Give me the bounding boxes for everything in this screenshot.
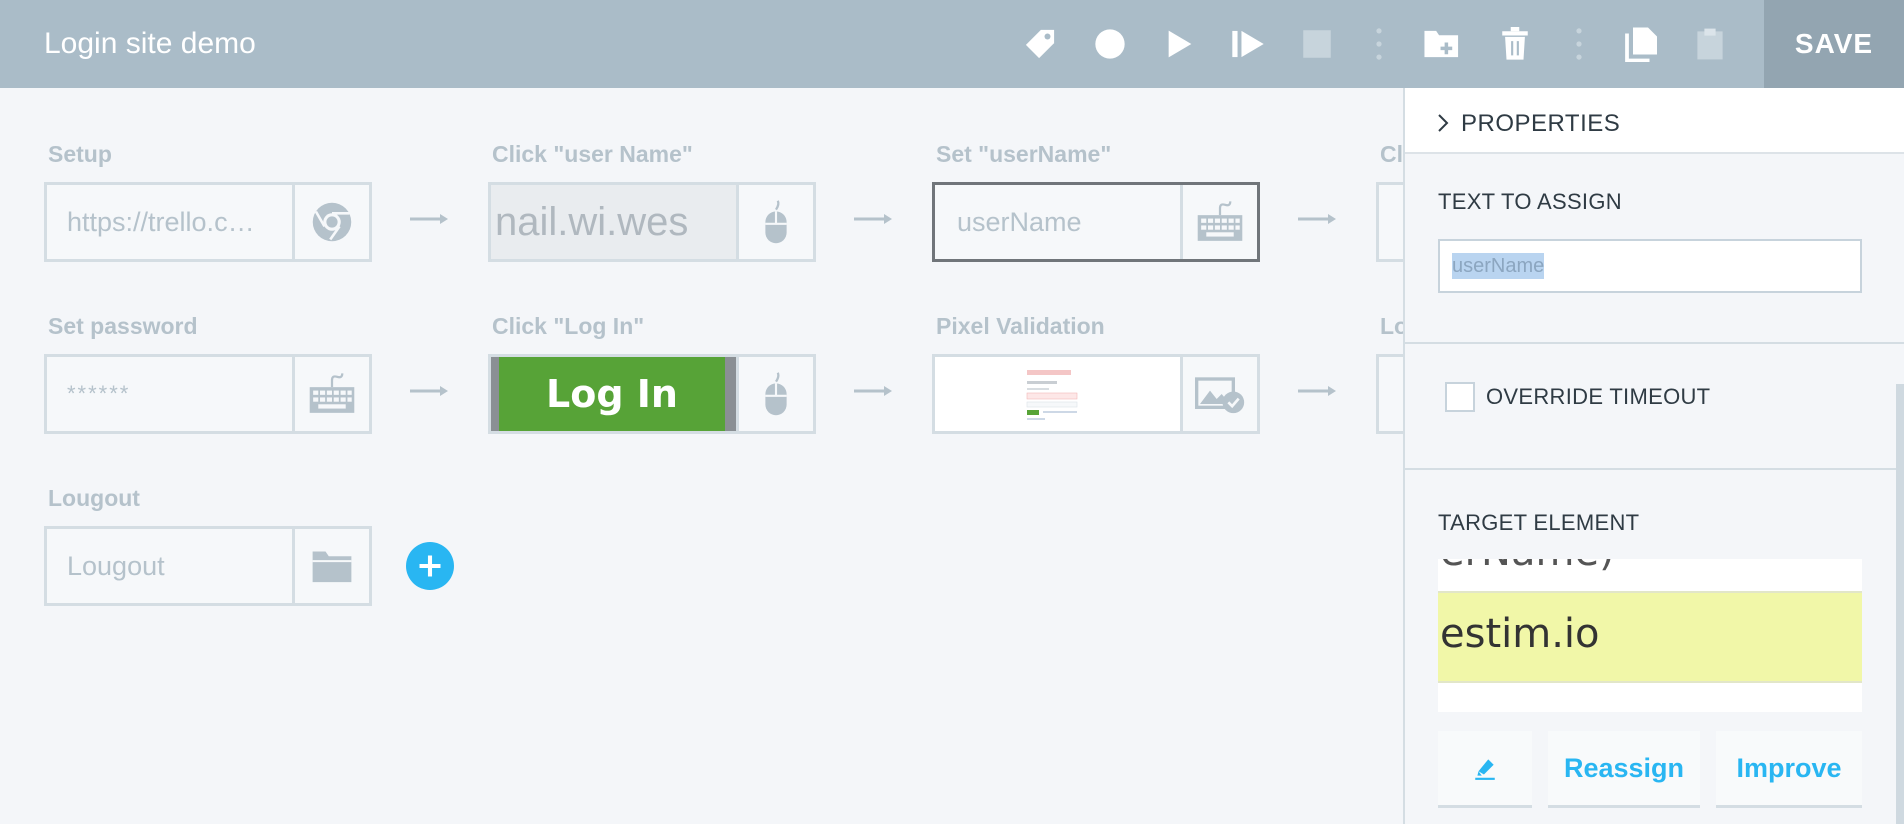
improve-button[interactable]: Improve xyxy=(1716,731,1862,808)
override-timeout-checkbox[interactable] xyxy=(1445,382,1475,412)
step-next-partial[interactable] xyxy=(1376,182,1403,262)
step-value: https://trello.c… xyxy=(67,207,255,237)
target-highlight xyxy=(1438,591,1862,683)
step-label-set-username: Set "userName" xyxy=(936,141,1112,167)
paste-icon[interactable] xyxy=(1684,18,1736,70)
step-click-login[interactable]: Log In xyxy=(488,354,816,434)
step-label-pixel-validation: Pixel Validation xyxy=(936,313,1105,339)
step-click-user-name[interactable]: nail.wi.wes xyxy=(488,182,816,262)
mouse-icon xyxy=(736,185,813,259)
step-logout[interactable]: Lougout xyxy=(44,526,372,606)
more-icon[interactable] xyxy=(1353,18,1405,70)
tag-icon[interactable] xyxy=(1014,18,1066,70)
override-timeout-label[interactable]: OVERRIDE TIMEOUT xyxy=(1486,384,1711,409)
step-value: userName xyxy=(957,207,1082,237)
properties-title: PROPERTIES xyxy=(1461,110,1621,137)
preview-cut-text: erName) xyxy=(1440,559,1615,575)
save-button[interactable]: SAVE xyxy=(1764,0,1904,88)
login-button-preview: Log In xyxy=(499,357,725,431)
top-toolbar: Login site demo SAVE xyxy=(0,0,1904,88)
text-to-assign-label: TEXT TO ASSIGN xyxy=(1438,189,1622,214)
arrow-icon xyxy=(410,386,448,396)
reassign-button[interactable]: Reassign xyxy=(1548,731,1700,808)
keyboard-icon xyxy=(292,357,369,431)
target-element-label: TARGET ELEMENT xyxy=(1438,510,1640,535)
step-value: Lougout xyxy=(67,551,165,581)
step-label-click-user-name: Click "user Name" xyxy=(492,141,693,167)
keyboard-icon xyxy=(1180,185,1257,259)
arrow-icon xyxy=(1298,386,1336,396)
properties-panel: PROPERTIES TEXT TO ASSIGN userName OVERR… xyxy=(1403,88,1904,824)
highlight-button[interactable] xyxy=(1438,731,1532,808)
stop-icon[interactable] xyxy=(1291,18,1343,70)
delete-icon[interactable] xyxy=(1489,18,1541,70)
chevron-right-icon[interactable] xyxy=(1437,113,1449,133)
record-icon[interactable] xyxy=(1084,18,1136,70)
text-to-assign-value: userName xyxy=(1452,253,1545,279)
step-label-set-password: Set password xyxy=(48,313,198,339)
step-set-password[interactable]: ****** xyxy=(44,354,372,434)
step-label-click-login: Click "Log In" xyxy=(492,313,645,339)
divider xyxy=(1405,468,1904,470)
test-title[interactable]: Login site demo xyxy=(44,27,256,60)
panel-scrollbar[interactable] xyxy=(1896,384,1904,824)
marker-icon xyxy=(1475,759,1495,780)
step-set-username[interactable]: userName xyxy=(932,182,1260,262)
arrow-icon xyxy=(410,214,448,224)
arrow-icon xyxy=(1298,214,1336,224)
target-preview-text: estim.io xyxy=(1440,611,1600,657)
divider xyxy=(1405,342,1904,344)
step-label-next: Lo xyxy=(1380,313,1403,339)
folder-icon xyxy=(292,529,369,603)
image-check-icon xyxy=(1180,357,1257,431)
step-label-setup: Setup xyxy=(48,141,112,167)
step-play-icon[interactable] xyxy=(1222,18,1274,70)
step-pixel-validation[interactable] xyxy=(932,354,1260,434)
plus-icon xyxy=(419,555,441,577)
step-setup[interactable]: https://trello.c… xyxy=(44,182,372,262)
copy-icon[interactable] xyxy=(1616,18,1668,70)
play-icon[interactable] xyxy=(1152,18,1204,70)
properties-header[interactable]: PROPERTIES xyxy=(1405,88,1904,154)
browser-icon xyxy=(292,185,369,259)
page-thumbnail xyxy=(935,357,1180,431)
text-to-assign-input[interactable]: userName xyxy=(1438,239,1862,293)
step-value: ****** xyxy=(67,381,131,406)
arrow-icon xyxy=(854,214,892,224)
more-icon[interactable] xyxy=(1553,18,1605,70)
step-label-logout: Lougout xyxy=(48,485,140,511)
mouse-icon xyxy=(736,357,813,431)
new-folder-icon[interactable] xyxy=(1416,18,1468,70)
add-step-button[interactable] xyxy=(406,542,454,590)
step-screenshot: Log In xyxy=(491,357,736,431)
target-element-preview: erName) estim.io xyxy=(1438,559,1862,712)
arrow-icon xyxy=(854,386,892,396)
step-label-next: Cl xyxy=(1380,141,1403,167)
step-screenshot: nail.wi.wes xyxy=(491,185,736,259)
step-next-partial[interactable] xyxy=(1376,354,1403,434)
